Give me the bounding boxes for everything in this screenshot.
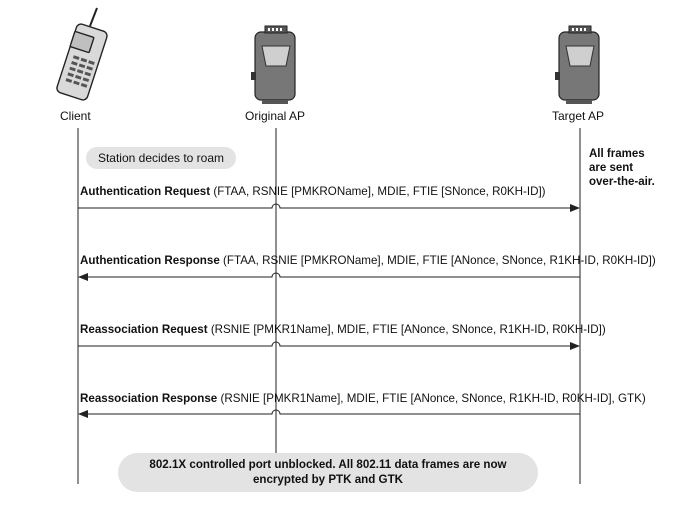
message-label-auth-request: Authentication Request (FTAA, RSNIE [PMK… [80,185,546,198]
arrowhead-left [78,410,88,418]
note-line: encrypted by PTK and GTK [252,473,404,486]
message-label-auth-response: Authentication Response (FTAA, RSNIE [PM… [80,254,656,267]
client-label: Client [60,109,91,123]
note-line: All frames [589,148,645,160]
roam-decision-note: Station decides to roam [86,147,236,169]
note-line: are sent [589,162,634,174]
message-arrow [84,409,580,415]
over-the-air-note: All frames are sent over-the-air. [589,147,655,189]
message-name: Authentication Request [80,185,211,198]
arrowhead-right [570,342,580,350]
note-line: over-the-air. [589,176,655,188]
note-line: 802.1X controlled port unblocked. All 80… [149,458,507,471]
original-ap-label: Original AP [245,109,306,123]
message-detail: (RSNIE [PMKR1Name], MDIE, FTIE [ANonce, … [220,392,646,405]
message-label-reassoc-response: Reassociation Response (RSNIE [PMKR1Name… [80,392,646,405]
target-ap-label: Target AP [552,109,605,123]
message-detail: (RSNIE [PMKR1Name], MDIE, FTIE [ANonce, … [210,323,606,336]
access-point-icon [251,25,296,104]
mobile-phone-icon [56,7,108,101]
message-name: Reassociation Request [80,323,208,336]
port-unblocked-note: 802.1X controlled port unblocked. All 80… [118,453,538,492]
message-detail: (FTAA, RSNIE [PMKROName], MDIE, FTIE [SN… [213,185,546,198]
access-point-icon [555,25,600,104]
message-arrow [78,341,576,347]
arrowhead-left [78,273,88,281]
message-detail: (FTAA, RSNIE [PMKROName], MDIE, FTIE [AN… [223,254,656,267]
message-name: Authentication Response [80,254,220,267]
message-name: Reassociation Response [80,392,218,405]
message-arrow [78,203,576,209]
arrowhead-right [570,204,580,212]
message-arrow [84,272,580,278]
message-label-reassoc-request: Reassociation Request (RSNIE [PMKR1Name]… [80,323,606,336]
